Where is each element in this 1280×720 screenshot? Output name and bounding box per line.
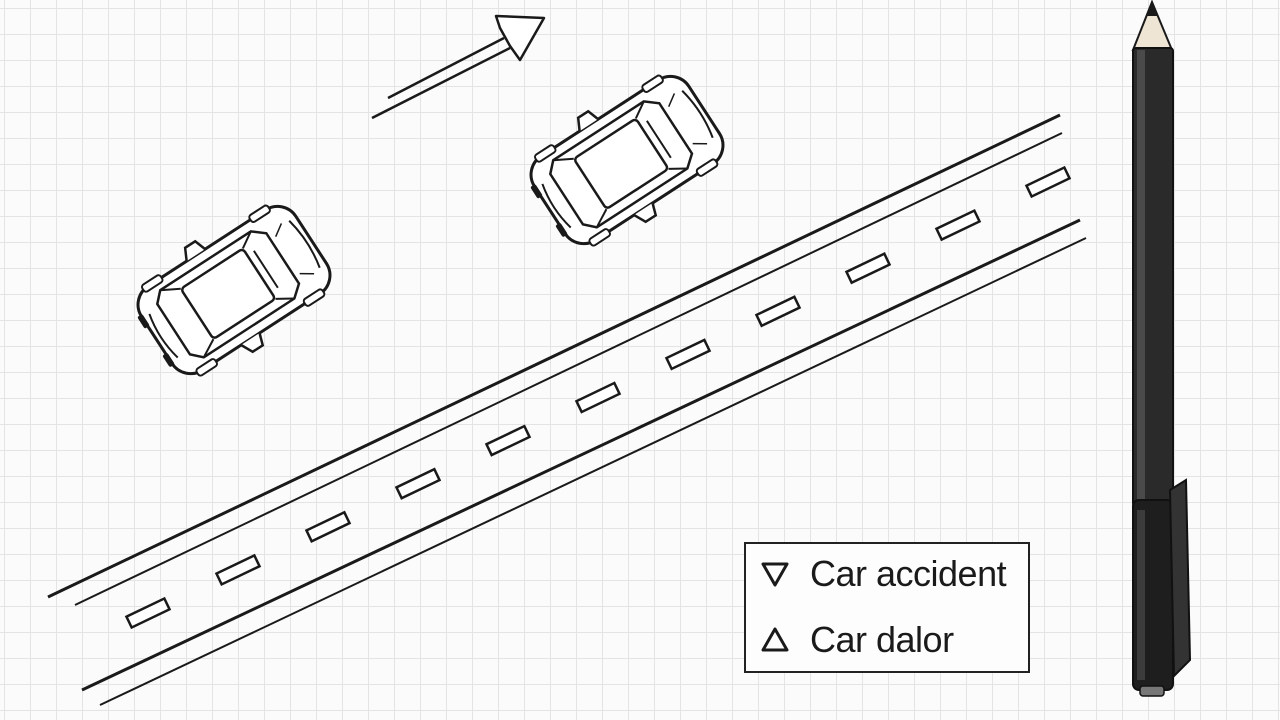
legend-box: Car accident Car dalor [744, 542, 1030, 673]
legend-label: Car dalor [810, 619, 954, 660]
road-edge-top [47, 113, 1061, 599]
lane-center-dashes [124, 165, 1072, 630]
lane-dash [664, 338, 712, 371]
lane-dash [304, 510, 352, 543]
road-edge-bottom [81, 218, 1081, 692]
pencil [1131, 0, 1192, 697]
road-edge-bottom-inner [99, 237, 1087, 706]
legend-item-car-dalor: Car dalor [760, 619, 954, 660]
down-triangle-icon [761, 562, 789, 587]
legend-item-car-accident: Car accident [760, 553, 1007, 594]
lane-dash [1024, 165, 1072, 199]
lane-dash [754, 295, 802, 328]
up-triangle-icon [761, 627, 789, 652]
car-left [118, 186, 347, 396]
lane-dash [574, 381, 622, 414]
lane-dash [124, 596, 172, 630]
legend-label: Car accident [810, 553, 1007, 594]
lane-dash [844, 252, 892, 285]
lane-dash [934, 208, 982, 242]
road [47, 113, 1087, 706]
direction-arrow [371, 14, 546, 120]
car-right [511, 56, 740, 266]
lane-dash [484, 424, 532, 457]
road-edge-top-inner [74, 132, 1063, 606]
lane-dash [394, 467, 442, 500]
lane-dash [214, 553, 262, 587]
